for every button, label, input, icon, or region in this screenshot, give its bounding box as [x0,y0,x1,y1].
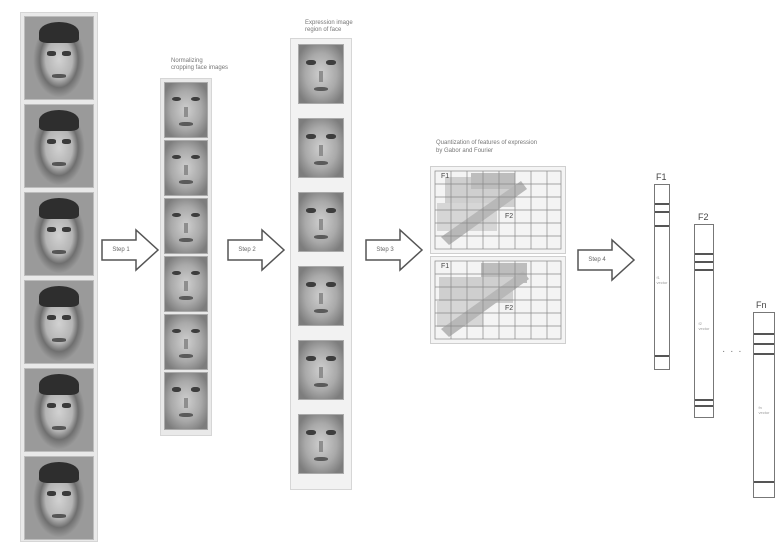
grids-caption-line-1: Quantization of features of expression [436,140,538,146]
region-image-3 [298,192,344,252]
feature-vector-2: f2 vector [694,224,714,418]
feature-ellipsis: · · · [722,346,743,357]
feature-vector-1: f1 vector [654,184,670,370]
grid-bottom-symbol-right: F2 [505,305,514,312]
grid-top-svg [434,170,562,250]
step-1-label: Step 1 [112,247,130,253]
cropped-face-3 [164,198,208,254]
step-4-label: Step 4 [588,257,606,263]
grid-top-symbol-right: F2 [505,213,514,220]
step-2-label: Step 2 [238,247,256,253]
grid-top-symbol-left: F1 [441,173,450,180]
grid-bottom-symbol-left: F1 [441,263,450,270]
crops-caption-line-1: Normalizing [171,58,203,64]
face-photo-2 [24,104,94,188]
cropped-face-5 [164,314,208,370]
regions-caption-line-1: Expression image [305,20,353,26]
quantization-grid-bottom: F1 F2 [430,256,566,344]
step-3-arrow [365,228,424,272]
step-2-arrow [227,228,286,272]
region-image-4 [298,266,344,326]
face-photo-1 [24,16,94,100]
crops-caption-line-2: cropping face images [171,65,229,71]
feature-vector-2-label: F2 [698,212,709,222]
face-photo-6 [24,456,94,540]
cropped-face-2 [164,140,208,196]
step-1-arrow [101,228,160,272]
feature-vector-2-inner: f2 vector [698,321,710,331]
feature-vector-n: fn vector [753,312,775,498]
face-photo-3 [24,192,94,276]
feature-vector-1-label: F1 [656,172,667,182]
original-photos-strip [20,12,98,542]
quantization-grid-top: F1 F2 [430,166,566,254]
region-image-2 [298,118,344,178]
regions-caption-line-2: region of face [305,27,342,33]
region-image-6 [298,414,344,474]
cropped-face-4 [164,256,208,312]
region-image-5 [298,340,344,400]
face-photo-4 [24,280,94,364]
grid-bottom-svg [434,260,562,340]
face-photo-5 [24,368,94,452]
cropped-face-1 [164,82,208,138]
step-3-label: Step 3 [376,247,394,253]
feature-vector-n-inner: fn vector [758,405,770,415]
grids-caption-line-2: by Gabor and Fourier [436,148,494,154]
feature-vector-n-label: Fn [756,300,767,310]
region-image-1 [298,44,344,104]
feature-vector-1-inner: f1 vector [656,275,668,285]
step-4-arrow [577,238,636,282]
cropped-face-6 [164,372,208,430]
